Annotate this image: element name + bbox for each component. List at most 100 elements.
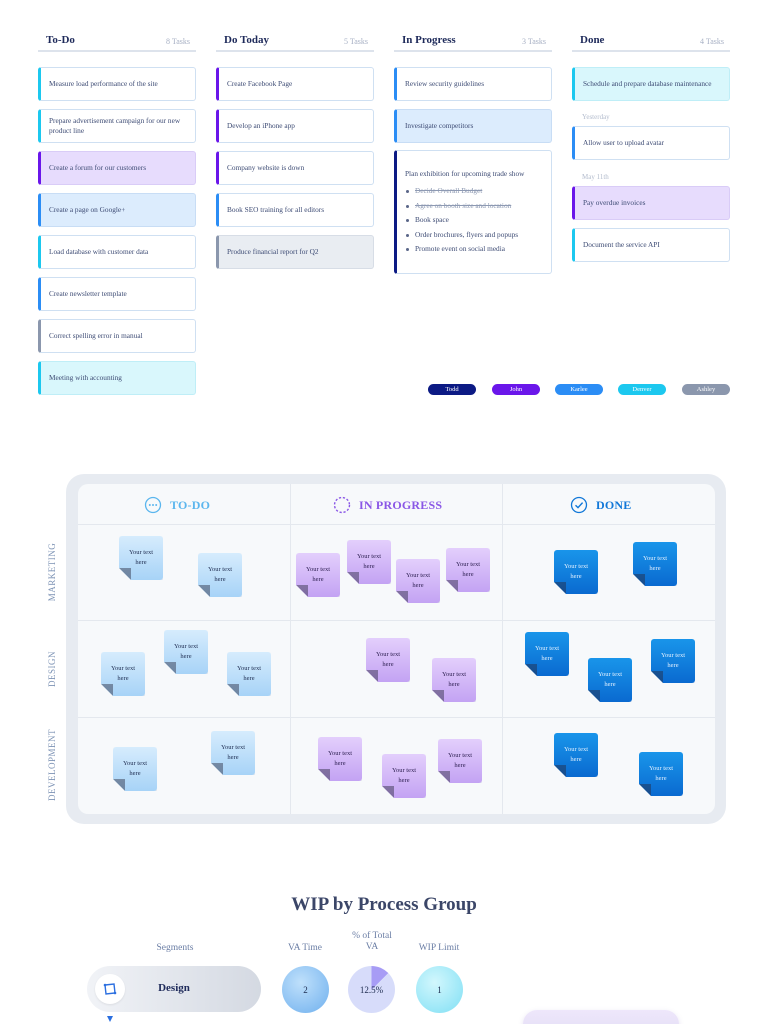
- sticky-note[interactable]: Your text here: [101, 652, 145, 696]
- sticky-note[interactable]: Your text here: [211, 731, 255, 775]
- task-card[interactable]: Book SEO training for all editors: [216, 193, 374, 227]
- task-card[interactable]: Investigate competitors: [394, 109, 552, 143]
- column-title: Do Today: [224, 34, 269, 46]
- checklist-item-done[interactable]: Agree on booth size and location: [405, 201, 543, 216]
- checklist-item-done[interactable]: Decide Overall Budget: [405, 186, 543, 201]
- task-card[interactable]: Develop an iPhone app: [216, 109, 374, 143]
- sticky-note[interactable]: Your text here: [382, 754, 426, 798]
- assignee-tag-john[interactable]: John: [492, 384, 540, 395]
- sticky-note[interactable]: Your text here: [554, 550, 598, 594]
- task-card-label: Measure load performance of the site: [49, 78, 158, 88]
- sticky-note[interactable]: Your text here: [318, 737, 362, 781]
- grid-divider: [290, 484, 291, 814]
- task-card[interactable]: Correct spelling error in manual: [38, 319, 196, 353]
- task-card[interactable]: Measure load performance of the site: [38, 67, 196, 101]
- task-card[interactable]: Allow user to upload avatar: [572, 126, 730, 160]
- swimlane-header-done: DONE: [570, 496, 631, 514]
- grid-divider: [78, 524, 715, 525]
- task-card[interactable]: Pay overdue invoices: [572, 186, 730, 220]
- checklist-item[interactable]: Order brochures, flyers and popups: [405, 230, 543, 245]
- column-do-today: Do Today 5 Tasks Create Facebook Page De…: [216, 32, 374, 269]
- column-title: Done: [580, 34, 605, 46]
- header-va-time: VA Time: [288, 943, 322, 953]
- task-count: 8 Tasks: [166, 37, 190, 46]
- sticky-note[interactable]: Your text here: [347, 540, 391, 584]
- task-count: 3 Tasks: [522, 37, 546, 46]
- task-card[interactable]: Create newsletter template: [38, 277, 196, 311]
- grid-divider: [502, 484, 503, 814]
- partial-panel: [523, 1010, 679, 1024]
- column-done: Done 4 Tasks Schedule and prepare databa…: [572, 32, 730, 262]
- sticky-note[interactable]: Your text here: [438, 739, 482, 783]
- column-title: To-Do: [46, 34, 75, 46]
- sticky-note[interactable]: Your text here: [633, 542, 677, 586]
- swimlane-header-label: DONE: [596, 497, 632, 512]
- task-card[interactable]: Produce financial report for Q2: [216, 235, 374, 269]
- task-card-label: Create a page on Google+: [49, 204, 126, 214]
- sticky-note[interactable]: Your text here: [113, 747, 157, 791]
- task-card[interactable]: Create Facebook Page: [216, 67, 374, 101]
- checklist-task-card[interactable]: Plan exhibition for upcoming trade show …: [394, 150, 552, 274]
- task-count: 4 Tasks: [700, 37, 724, 46]
- column-title: In Progress: [402, 34, 456, 46]
- task-card-label: Review security guidelines: [405, 78, 485, 88]
- sticky-note[interactable]: Your text here: [639, 752, 683, 796]
- column-header: In Progress 3 Tasks: [394, 32, 552, 52]
- row-label-design: DESIGN: [47, 651, 57, 687]
- column-header: To-Do 8 Tasks: [38, 32, 196, 52]
- task-card[interactable]: Load database with customer data: [38, 235, 196, 269]
- sticky-note[interactable]: Your text here: [119, 536, 163, 580]
- assignee-tag-karlee[interactable]: Karlee: [555, 384, 603, 395]
- task-card-label: Prepare advertisement campaign for our n…: [49, 115, 181, 135]
- va-time-value: 2: [282, 966, 329, 1013]
- sticky-note[interactable]: Your text here: [198, 553, 242, 597]
- task-card-label: Schedule and prepare database maintenanc…: [583, 78, 712, 88]
- row-label-marketing: MARKETING: [47, 542, 57, 602]
- task-card-label: Meeting with accounting: [49, 372, 122, 382]
- sticky-note[interactable]: Your text here: [432, 658, 476, 702]
- sticky-note[interactable]: Your text here: [525, 632, 569, 676]
- date-label: Yesterday: [582, 113, 610, 121]
- grid-divider: [78, 620, 715, 621]
- task-card-label: Book SEO training for all editors: [227, 204, 325, 214]
- sticky-note[interactable]: Your text here: [164, 630, 208, 674]
- task-card-label: Develop an iPhone app: [227, 120, 295, 130]
- task-card[interactable]: Prepare advertisement campaign for our n…: [38, 109, 196, 143]
- sticky-note[interactable]: Your text here: [227, 652, 271, 696]
- sticky-note[interactable]: Your text here: [296, 553, 340, 597]
- date-label: May 11th: [582, 173, 609, 181]
- task-card[interactable]: Create a page on Google+: [38, 193, 196, 227]
- swimlane-header-todo: TO-DO: [144, 496, 210, 514]
- column-in-progress: In Progress 3 Tasks Review security guid…: [394, 32, 552, 274]
- task-card[interactable]: Meeting with accounting: [38, 361, 196, 395]
- sticky-note[interactable]: Your text here: [446, 548, 490, 592]
- task-card[interactable]: Document the service API: [572, 228, 730, 262]
- column-todo: To-Do 8 Tasks Measure load performance o…: [38, 32, 196, 395]
- expand-arrow-icon[interactable]: [107, 1016, 113, 1022]
- assignee-tag-todd[interactable]: Todd: [428, 384, 476, 395]
- task-card-label: Create Facebook Page: [227, 78, 293, 88]
- task-card[interactable]: Create a forum for our customers: [38, 151, 196, 185]
- task-card-label: Correct spelling error in manual: [49, 330, 143, 340]
- sticky-note[interactable]: Your text here: [554, 733, 598, 777]
- task-card[interactable]: Review security guidelines: [394, 67, 552, 101]
- dots-circle-icon: [144, 496, 162, 514]
- task-card[interactable]: Company website is down: [216, 151, 374, 185]
- swimlane-header-label: TO-DO: [170, 497, 211, 512]
- task-card[interactable]: Schedule and prepare database maintenanc…: [572, 67, 730, 101]
- sticky-note[interactable]: Your text here: [588, 658, 632, 702]
- task-card-label: Create newsletter template: [49, 288, 127, 298]
- column-header: Do Today 5 Tasks: [216, 32, 374, 52]
- assignee-tag-denver[interactable]: Denver: [618, 384, 666, 395]
- checklist-item[interactable]: Book space: [405, 215, 543, 230]
- task-card-label: Pay overdue invoices: [583, 197, 646, 207]
- sticky-note[interactable]: Your text here: [366, 638, 410, 682]
- checklist-item[interactable]: Promote event on social media: [405, 244, 543, 259]
- wip-limit-value: 1: [416, 966, 463, 1013]
- sticky-note[interactable]: Your text here: [651, 639, 695, 683]
- assignee-tag-ashley[interactable]: Ashley: [682, 384, 730, 395]
- task-card-label: Company website is down: [227, 162, 305, 172]
- task-card-label: Allow user to upload avatar: [583, 137, 665, 147]
- task-card-label: Document the service API: [583, 239, 660, 249]
- sticky-note[interactable]: Your text here: [396, 559, 440, 603]
